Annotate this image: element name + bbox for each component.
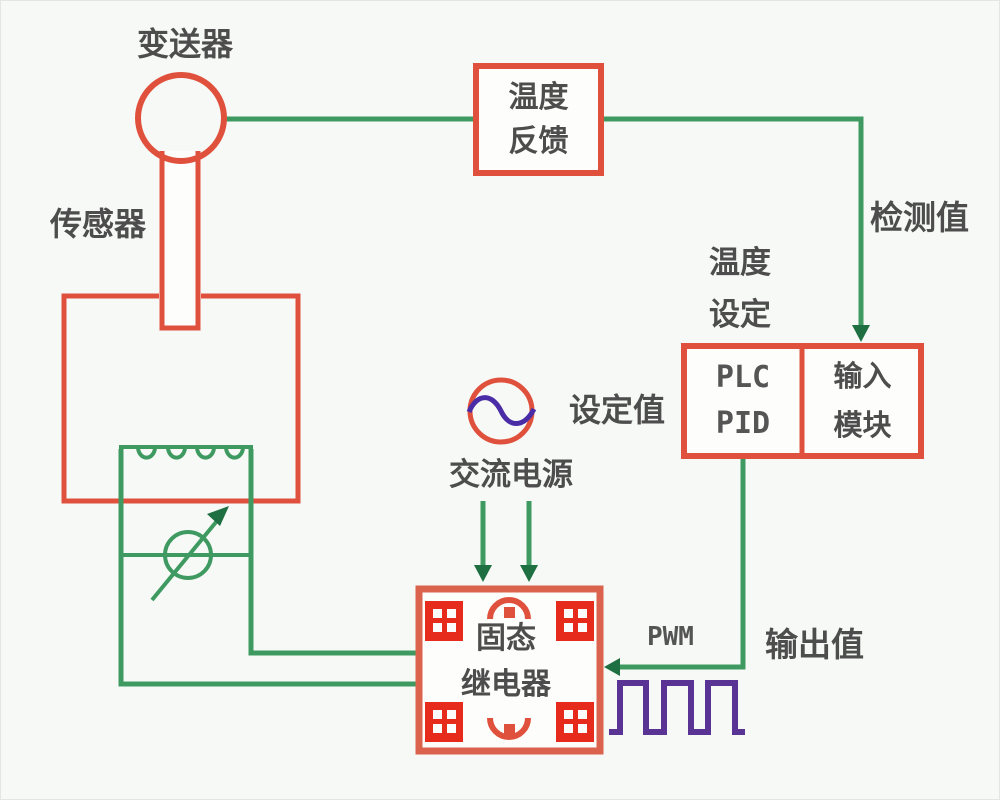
temperature-setting-line2: 设定 [709, 297, 771, 333]
setpoint-value-label: 设定值 [569, 391, 666, 429]
valve-icon [163, 530, 213, 580]
relay-bottom-indicator-icon [487, 717, 531, 740]
transmitter-label: 变送器 [136, 25, 234, 63]
valve-arrowhead-icon [207, 506, 229, 526]
plc-line2: PID [715, 406, 771, 441]
sensor-probe [159, 151, 201, 331]
pwm-label: PWM [647, 622, 694, 652]
output-value-label: 输出值 [765, 625, 864, 664]
heater-coil-turns-icon [136, 446, 245, 460]
plc-pid-label: PLC PID [687, 351, 799, 451]
pwm-waveform-icon [609, 680, 745, 735]
relay-top-indicator-dot-icon [504, 607, 515, 618]
temperature-feedback-line2: 反馈 [508, 123, 569, 159]
wire-heater-left [118, 449, 419, 687]
plc-line1: PLC [715, 359, 771, 395]
input-module-label: 输入 模块 [806, 351, 919, 451]
solid-state-relay-line2: 继电器 [461, 667, 551, 702]
solid-state-relay-label: 固态 继电器 [447, 616, 565, 708]
sine-wave-icon [466, 395, 537, 426]
input-module-line1: 输入 [833, 358, 892, 393]
pwm-arrowhead-icon [604, 658, 620, 676]
ac-right-arrowhead-icon [520, 565, 538, 582]
relay-terminal-top-left-icon [425, 601, 463, 641]
wire-pwm-output [617, 453, 746, 670]
temperature-feedback-box [473, 63, 604, 176]
wire-heater-right [248, 449, 419, 656]
detected-value-label: 检测值 [870, 198, 969, 237]
relay-bottom-indicator-dot-icon [504, 724, 515, 735]
transmitter-circle-icon [135, 72, 227, 164]
sensor-probe-fill [159, 151, 201, 329]
relay-terminal-bottom-right-icon [556, 702, 594, 742]
detected-value-arrowhead-icon [852, 325, 870, 342]
wire-temperature-feedback [224, 116, 864, 329]
sensor-label: 传感器 [49, 205, 147, 243]
relay-top-indicator-icon [487, 597, 531, 620]
temperature-feedback-line1: 温度 [508, 80, 569, 115]
valve-arrow-shaft [150, 514, 223, 602]
temperature-setting-line1: 温度 [709, 245, 771, 281]
temperature-setting-label: 温度 设定 [690, 237, 790, 341]
ac-power-label: 交流电源 [449, 457, 573, 493]
temperature-feedback-label: 温度 反馈 [476, 66, 601, 173]
input-module-line2: 模块 [833, 408, 892, 442]
solid-state-relay-line1: 固态 [476, 621, 536, 656]
ac-left-arrowhead-icon [474, 565, 492, 582]
relay-terminal-top-right-icon [556, 601, 594, 641]
relay-terminal-bottom-left-icon [425, 702, 463, 742]
